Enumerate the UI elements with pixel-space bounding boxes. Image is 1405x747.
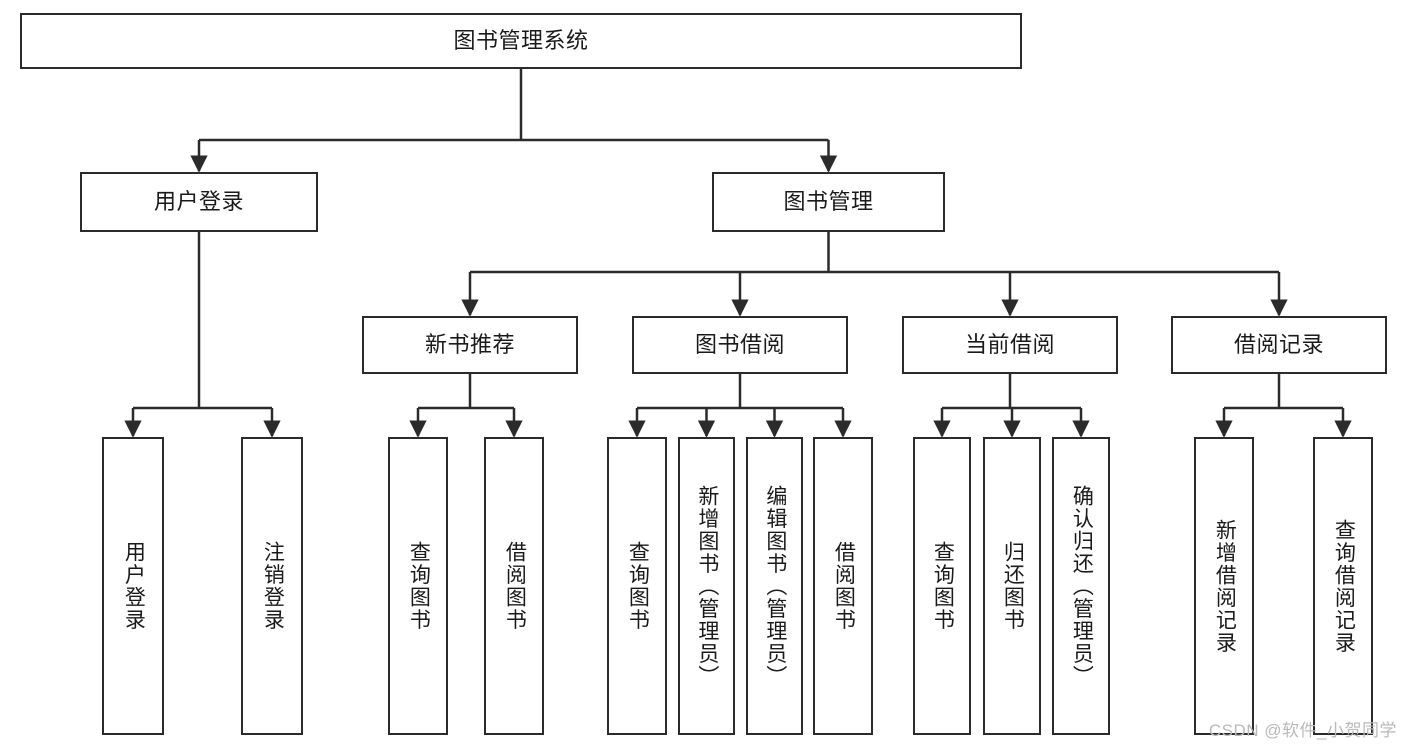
node-borrow-record[interactable]: 借阅记录 — [1171, 316, 1387, 374]
node-leaf-return-book[interactable]: 归还图书 — [983, 437, 1041, 735]
node-borrow-record-label: 借阅记录 — [1233, 331, 1324, 357]
node-leaf-borrow-book-rec[interactable]: 借阅图书 — [484, 437, 544, 735]
node-leaf-query-record[interactable]: 查询借阅记录 — [1313, 437, 1373, 735]
node-book-borrow-label: 图书借阅 — [694, 331, 785, 357]
node-leaf-user-login[interactable]: 用户登录 — [102, 437, 164, 735]
node-leaf-borrow-book-label: 借阅图书 — [832, 541, 856, 631]
watermark: CSDN @软件_小贺同学 — [1208, 721, 1397, 740]
node-new-book-rec-label: 新书推荐 — [424, 331, 515, 357]
node-current-borrow[interactable]: 当前借阅 — [902, 316, 1118, 374]
node-current-borrow-label: 当前借阅 — [964, 331, 1055, 357]
node-leaf-return-book-label: 归还图书 — [1001, 541, 1025, 631]
node-leaf-confirm-return[interactable]: 确认归还（管理员） — [1052, 437, 1110, 735]
node-leaf-edit-book[interactable]: 编辑图书（管理员） — [746, 437, 803, 735]
node-leaf-borrow-book[interactable]: 借阅图书 — [813, 437, 873, 735]
node-leaf-add-book-label: 新增图书（管理员） — [695, 484, 719, 688]
node-user-login-label: 用户登录 — [153, 188, 244, 214]
node-root[interactable]: 图书管理系统 — [20, 13, 1022, 69]
node-book-borrow[interactable]: 图书借阅 — [632, 316, 848, 374]
node-leaf-borrow-book-rec-label: 借阅图书 — [503, 541, 527, 631]
node-user-login[interactable]: 用户登录 — [80, 172, 318, 232]
node-leaf-query-book-borrow-label: 查询图书 — [626, 541, 650, 631]
node-leaf-logout[interactable]: 注销登录 — [241, 437, 303, 735]
node-leaf-query-book-rec-label: 查询图书 — [407, 541, 431, 631]
node-book-manage-label: 图书管理 — [783, 188, 874, 214]
node-book-manage[interactable]: 图书管理 — [712, 172, 945, 232]
node-leaf-query-book-borrow[interactable]: 查询图书 — [607, 437, 667, 735]
node-root-label: 图书管理系统 — [453, 27, 589, 53]
node-leaf-query-book-cur[interactable]: 查询图书 — [913, 437, 971, 735]
node-leaf-query-book-cur-label: 查询图书 — [931, 541, 955, 631]
node-new-book-rec[interactable]: 新书推荐 — [362, 316, 578, 374]
node-leaf-add-record-label: 新增借阅记录 — [1213, 518, 1237, 654]
node-leaf-add-book[interactable]: 新增图书（管理员） — [678, 437, 735, 735]
node-leaf-edit-book-label: 编辑图书（管理员） — [763, 484, 787, 688]
node-leaf-query-book-rec[interactable]: 查询图书 — [388, 437, 448, 735]
node-leaf-logout-label: 注销登录 — [261, 541, 285, 631]
node-leaf-confirm-return-label: 确认归还（管理员） — [1070, 484, 1094, 688]
node-leaf-user-login-label: 用户登录 — [122, 541, 146, 631]
node-leaf-add-record[interactable]: 新增借阅记录 — [1194, 437, 1254, 735]
node-leaf-query-record-label: 查询借阅记录 — [1332, 518, 1356, 654]
